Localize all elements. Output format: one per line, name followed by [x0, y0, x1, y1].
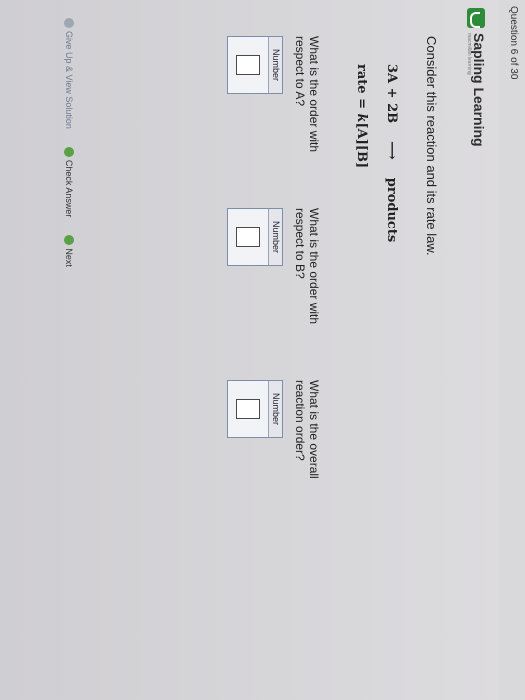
- sapling-leaf-icon: [467, 8, 486, 28]
- reaction-arrow-icon: ⟶: [384, 141, 399, 160]
- question-text: What is the order with respect to B?: [293, 208, 321, 325]
- question-order-a: What is the order with respect to A? Num…: [227, 36, 321, 176]
- products: products: [384, 177, 399, 243]
- brand-tagline: macmillan learning: [466, 33, 472, 75]
- answer-label: Number: [268, 209, 282, 265]
- next-button[interactable]: Next: [64, 235, 74, 267]
- question-order-b: What is the order with respect to B? Num…: [227, 208, 321, 348]
- answer-box: Number: [227, 36, 283, 94]
- reaction-equation: 3A + 2B ⟶ products: [384, 64, 399, 242]
- sapling-logo: Sapling Learning macmillan learning: [466, 8, 487, 147]
- check-answer-button[interactable]: Check Answer: [64, 146, 74, 217]
- reactants: 3A + 2B: [384, 64, 399, 124]
- order-b-input[interactable]: [236, 227, 260, 247]
- answer-label: Number: [268, 37, 282, 93]
- question-text: What is the overall reaction order?: [293, 380, 321, 479]
- answer-label: Number: [268, 381, 282, 437]
- order-a-input[interactable]: [236, 55, 260, 75]
- answer-box: Number: [227, 380, 283, 438]
- give-up-icon: [64, 18, 74, 28]
- question-overall-order: What is the overall reaction order? Numb…: [227, 380, 321, 520]
- overall-order-input[interactable]: [236, 399, 260, 419]
- question-panel: Sapling Learning macmillan learning Cons…: [0, 0, 499, 700]
- question-prompt: Consider this reaction and its rate law.: [424, 36, 439, 256]
- question-text: What is the order with respect to A?: [293, 36, 321, 153]
- check-icon: [64, 146, 74, 157]
- rate-law: rate = k[A][B]: [354, 64, 369, 169]
- answer-box: Number: [227, 208, 283, 266]
- brand-name: Sapling Learning: [471, 33, 487, 147]
- next-arrow-icon: [64, 235, 74, 246]
- question-counter: Question 6 of 30: [508, 6, 519, 80]
- give-up-button[interactable]: Give Up & View Solution: [64, 18, 74, 129]
- action-bar: Give Up & View Solution Check Answer Nex…: [54, 0, 84, 700]
- top-bar: Question 6 of 30: [498, 0, 525, 700]
